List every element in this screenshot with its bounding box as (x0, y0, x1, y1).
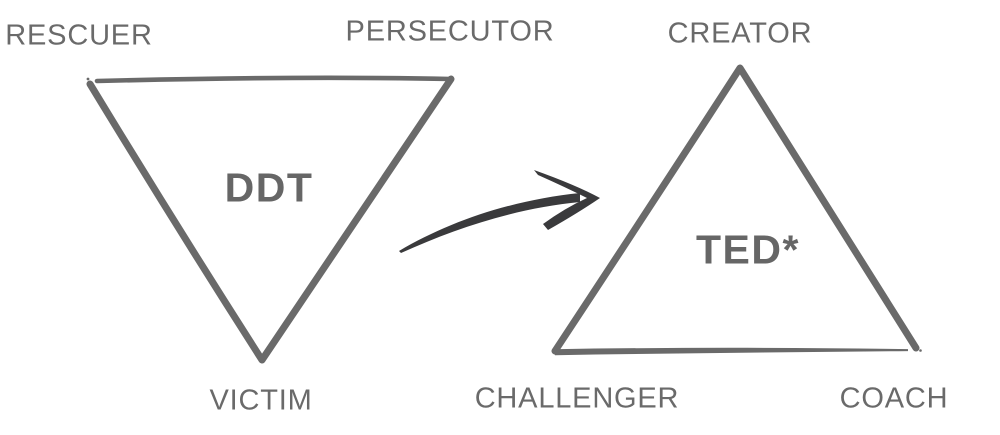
label-coach: COACH (839, 382, 949, 415)
label-persecutor: PERSECUTOR (345, 15, 555, 48)
ted-triangle-name: TED* (696, 226, 800, 273)
ted-triangle-icon (551, 64, 922, 356)
ddt-triangle-name: DDT (224, 164, 314, 211)
label-rescuer: RESCUER (5, 19, 153, 52)
label-victim: VICTIM (209, 384, 313, 417)
ddt-triangle-icon (86, 75, 455, 364)
label-challenger: CHALLENGER (474, 382, 680, 415)
label-creator: CREATOR (667, 17, 813, 50)
transform-arrow-icon (399, 170, 600, 253)
